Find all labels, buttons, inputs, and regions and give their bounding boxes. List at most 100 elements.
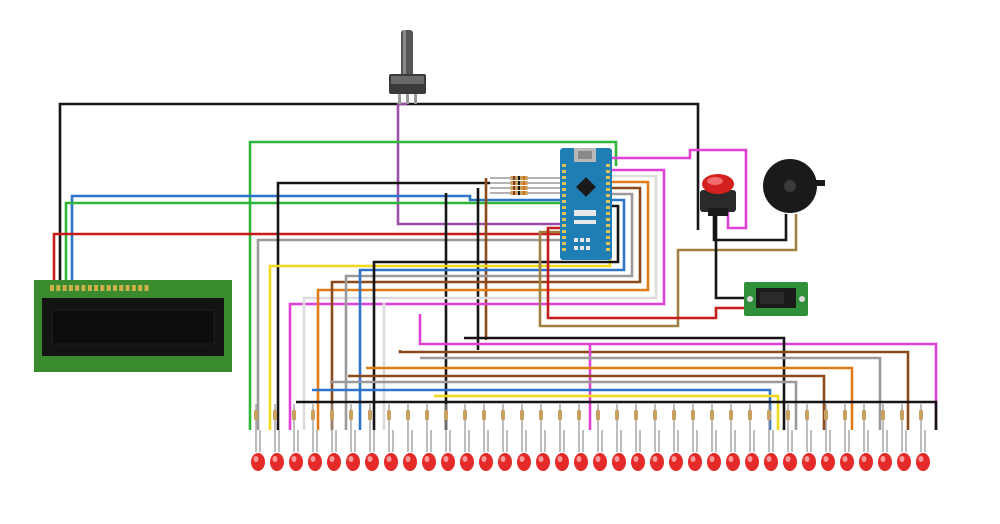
led-resistor: [463, 410, 467, 420]
wire-red-module: [546, 226, 746, 320]
led: [251, 453, 265, 471]
led: [460, 453, 474, 471]
nano-pins-right: [606, 164, 610, 251]
led: [289, 453, 303, 471]
led: [403, 453, 417, 471]
wire-fan: [330, 186, 642, 430]
lcd-pin: [62, 285, 67, 291]
resistor-band: [513, 191, 515, 195]
led-highlight: [462, 456, 468, 462]
led-resistor: [710, 410, 714, 420]
nano-pin: [606, 176, 610, 179]
resistor-band: [523, 181, 525, 185]
nano-pin: [606, 212, 610, 215]
led: [764, 453, 778, 471]
led-resistor: [406, 410, 410, 420]
led-highlight: [728, 456, 734, 462]
led-highlight: [671, 456, 677, 462]
wire-black-top: [58, 102, 700, 285]
led: [441, 453, 455, 471]
nano-pin: [606, 206, 610, 209]
nano-pin: [606, 248, 610, 251]
nano-pin: [606, 230, 610, 233]
led: [802, 453, 816, 471]
arduino-nano: [560, 148, 612, 260]
nano-pin: [606, 182, 610, 185]
led-resistor: [311, 410, 315, 420]
nano-pin: [562, 194, 566, 197]
wire-red-lcd: [52, 232, 562, 285]
nano-pin: [562, 248, 566, 251]
led-resistor: [786, 410, 790, 420]
resistor-band: [518, 176, 520, 180]
relay-module: [744, 282, 808, 316]
led: [270, 453, 284, 471]
wire-black-module: [714, 216, 746, 300]
lcd-display-area: [51, 309, 215, 345]
nano-pins-left: [562, 164, 566, 251]
wire-fan: [344, 192, 634, 430]
led-highlight: [690, 456, 696, 462]
led-highlight: [519, 456, 525, 462]
led-resistor: [482, 410, 486, 420]
lcd-pin: [144, 285, 149, 291]
led-highlight: [614, 456, 620, 462]
led-highlight: [652, 456, 658, 462]
lcd-header-pins: [50, 285, 149, 291]
led-resistor: [501, 410, 505, 420]
wire-black-res: [276, 181, 490, 430]
led: [479, 453, 493, 471]
led: [650, 453, 664, 471]
push-button: [700, 174, 736, 216]
led-resistor: [292, 410, 296, 420]
lcd-pin: [119, 285, 124, 291]
led-resistor: [748, 410, 752, 420]
led: [536, 453, 550, 471]
lcd-pin: [56, 285, 61, 291]
led: [878, 453, 892, 471]
lcd-pin: [138, 285, 143, 291]
lcd-pin: [94, 285, 99, 291]
nano-pin: [562, 224, 566, 227]
led-resistor: [843, 410, 847, 420]
led-resistor: [672, 410, 676, 420]
led-resistor: [862, 410, 866, 420]
led-resistor: [919, 410, 923, 420]
led-highlight: [348, 456, 354, 462]
lcd-pin: [125, 285, 130, 291]
wire-bus: [434, 394, 780, 430]
nano-pin: [606, 194, 610, 197]
led-resistor: [900, 410, 904, 420]
led: [631, 453, 645, 471]
nano-pin: [606, 200, 610, 203]
led: [498, 453, 512, 471]
wire-black-buzzer: [712, 212, 788, 242]
wire-fan: [288, 168, 666, 430]
lcd-pin: [113, 285, 117, 291]
led: [593, 453, 607, 471]
wire-blue-lcd: [70, 194, 562, 285]
nano-pin: [562, 182, 566, 185]
led: [897, 453, 911, 471]
led-resistor: [273, 410, 277, 420]
led: [384, 453, 398, 471]
wire-bus: [418, 314, 938, 430]
led-highlight: [500, 456, 506, 462]
led-highlight: [424, 456, 430, 462]
wire-magenta-button: [610, 148, 748, 230]
led-resistor: [615, 410, 619, 420]
led-highlight: [405, 456, 411, 462]
led: [422, 453, 436, 471]
led: [916, 453, 930, 471]
resistor-band: [513, 176, 515, 180]
led-resistor: [444, 410, 448, 420]
nano-pin: [562, 188, 566, 191]
wire-green-lcd: [64, 201, 562, 285]
nano-pin: [562, 206, 566, 209]
led: [327, 453, 341, 471]
lcd-pin: [50, 285, 54, 291]
led-resistor: [349, 410, 353, 420]
nano-pin: [606, 188, 610, 191]
wire-fan: [316, 180, 650, 430]
